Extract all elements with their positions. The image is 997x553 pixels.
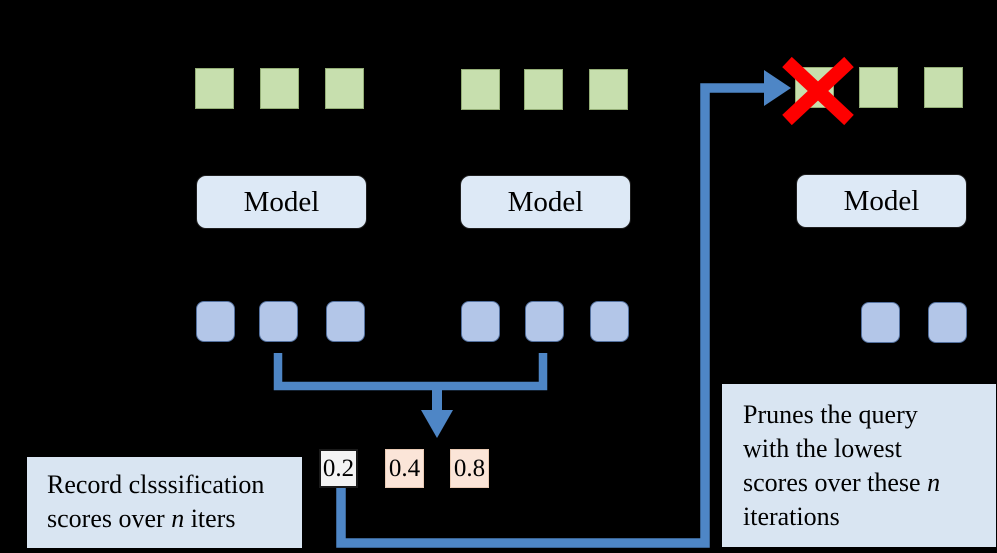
model-label: Model: [243, 185, 320, 218]
score-box: 0.2: [319, 449, 358, 488]
note-line: scores over these n: [743, 468, 941, 497]
green-token: [924, 67, 963, 108]
blue-token: [259, 301, 298, 342]
note-line: iterations: [743, 502, 840, 531]
blue-token: [196, 301, 235, 342]
note-line: with the lowest: [743, 434, 902, 463]
score-box: 0.8: [450, 449, 489, 488]
prune-query-note: Prunes the query with the lowest scores …: [722, 384, 996, 547]
italic-n: n: [171, 504, 185, 533]
blue-token: [861, 302, 900, 343]
blue-token: [590, 301, 629, 342]
model-label: Model: [843, 184, 920, 217]
model-box: Model: [196, 175, 367, 229]
blue-token: [326, 301, 365, 342]
note-line: Prunes the query: [743, 400, 918, 429]
blue-token: [525, 301, 564, 342]
model-label: Model: [507, 185, 584, 218]
italic-n: n: [927, 468, 941, 497]
green-token-pruned: [795, 67, 834, 108]
green-token: [524, 69, 563, 110]
gather-bracket-connector: [273, 353, 548, 391]
blue-token: [928, 302, 967, 343]
score-value: 0.8: [453, 454, 486, 482]
note-line: scores over n iters: [47, 504, 236, 533]
green-token: [461, 69, 500, 110]
green-token: [195, 68, 234, 109]
model-box: Model: [460, 175, 631, 229]
score-box: 0.4: [385, 449, 424, 488]
record-scores-note: Record clsssification scores over n iter…: [27, 457, 302, 548]
right-arrow-icon: [764, 70, 791, 106]
blue-token: [461, 301, 500, 342]
green-token: [859, 67, 898, 108]
score-value: 0.4: [388, 454, 421, 482]
green-token: [589, 69, 628, 110]
note-line: Record clsssification: [47, 470, 265, 499]
model-box: Model: [796, 174, 967, 228]
score-value: 0.2: [322, 454, 355, 482]
down-arrow-icon: [421, 410, 453, 438]
green-token: [325, 68, 364, 109]
green-token: [260, 68, 299, 109]
